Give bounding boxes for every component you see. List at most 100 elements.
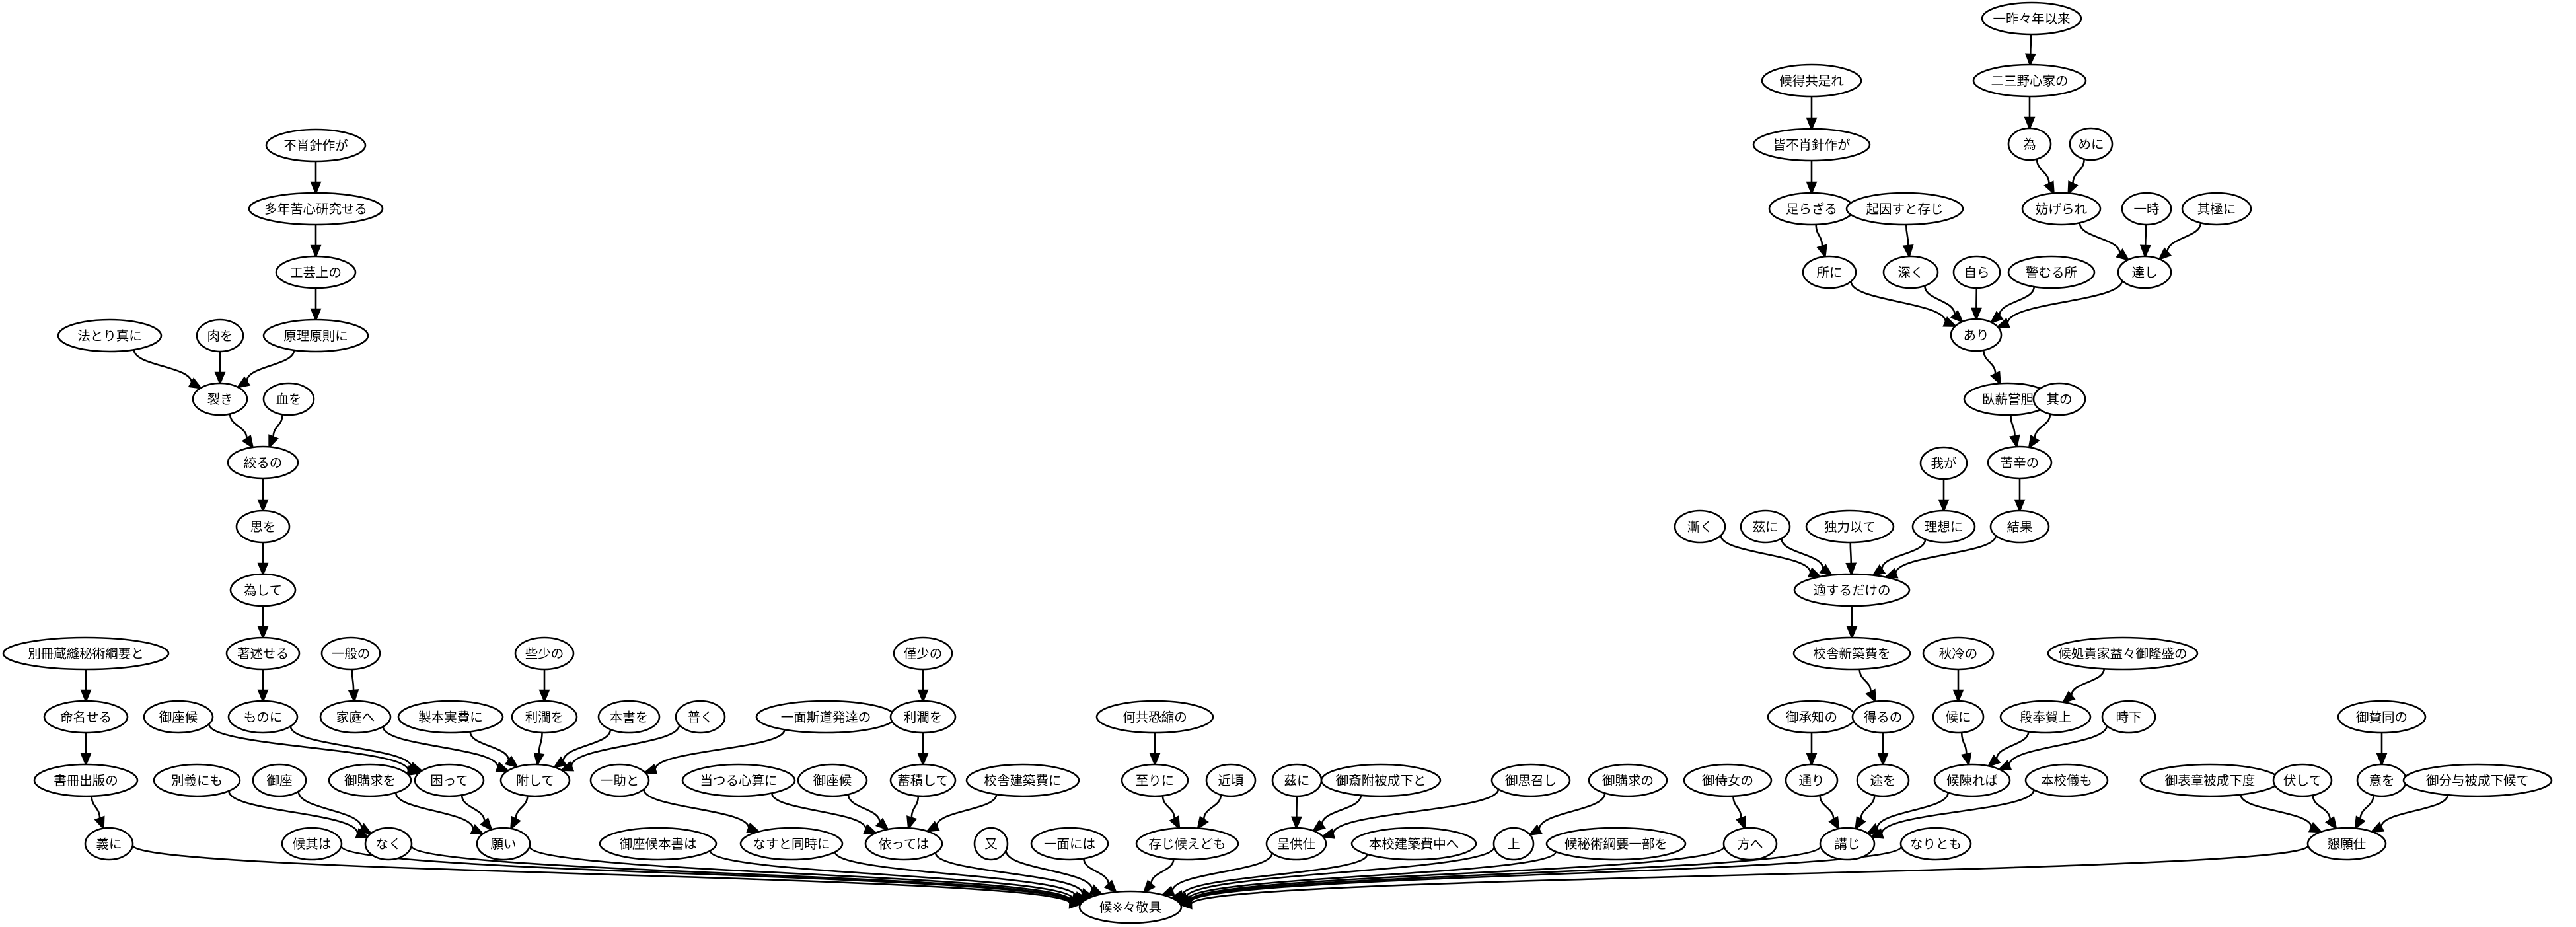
graph-node: 御購求を: [328, 763, 412, 797]
node-label: 法とり真に: [77, 328, 142, 344]
edge-line: [2070, 668, 2105, 696]
arrowhead: [1819, 564, 1834, 577]
graph-node: 近頃: [1205, 763, 1257, 797]
edge-arrow: [2067, 159, 2085, 196]
node-label: なすと同時に: [753, 836, 830, 852]
edge-arrow: [2024, 34, 2036, 67]
edge-line: [2006, 280, 2123, 324]
edge-arrow: [131, 844, 1083, 909]
edge-line: [1960, 732, 1968, 755]
arrowhead: [310, 308, 322, 322]
edge-arrow: [1865, 792, 1949, 834]
edge-line: [643, 789, 750, 829]
edge-arrow: [1005, 850, 1104, 895]
graph-node: 方へ: [1722, 827, 1778, 861]
edge-arrow: [643, 789, 761, 833]
edge-arrow: [1850, 281, 1958, 327]
graph-node: 伏して: [2272, 763, 2333, 797]
edge-line: [1188, 846, 1725, 902]
edge-arrow: [2376, 733, 2388, 767]
arrowhead: [1902, 244, 1914, 259]
edge-arrow: [771, 792, 878, 834]
graph-node: 得るの: [1851, 700, 1915, 734]
node-label: 義に: [96, 836, 122, 852]
graph-node: 一助と: [589, 763, 650, 797]
node-ellipse: [1911, 509, 1976, 544]
edge-line: [469, 731, 510, 761]
edge-line: [2166, 223, 2202, 252]
edge-line: [2008, 725, 2108, 766]
graph-node: 御賛同の: [2337, 700, 2427, 734]
node-label: 候秘術綱要一部を: [1564, 836, 1668, 852]
graph-node: 臥薪嘗胆: [1963, 382, 2053, 416]
arrowhead: [538, 689, 550, 704]
edge-arrow: [257, 669, 269, 704]
edge-line: [1181, 854, 1368, 896]
node-ellipse: [57, 318, 163, 353]
graph-node: 義に: [84, 827, 134, 861]
arrowhead: [80, 753, 92, 767]
node-ellipse: [1722, 827, 1778, 861]
node-ellipse: [681, 763, 796, 797]
graph-node: 書冊出版の: [33, 763, 139, 797]
node-label: 懇願仕: [2328, 836, 2367, 852]
edge-line: [1187, 851, 1557, 901]
arrowhead: [470, 824, 485, 835]
edge-arrow: [289, 725, 424, 773]
graph-node: 蓄積して: [889, 763, 957, 797]
node-ellipse: [797, 763, 868, 797]
graph-node: 御表章被成下度: [2139, 763, 2281, 797]
graph-node: 別冊蔵縫秘術綱要と: [2, 636, 170, 671]
node-ellipse: [1950, 318, 2003, 352]
edge-arrow: [934, 852, 1095, 899]
node-label: 別冊蔵縫秘術綱要と: [28, 646, 144, 661]
graph-node: 御座候: [797, 763, 868, 797]
node-label: 至りに: [1136, 773, 1175, 788]
edge-arrow: [1819, 795, 1840, 831]
edge-line: [246, 350, 295, 382]
edge-arrow: [2139, 224, 2151, 259]
edge-arrow: [1983, 350, 2001, 386]
arrowhead: [2116, 248, 2130, 262]
edge-line: [1720, 535, 1812, 574]
edge-arrow: [1175, 851, 1557, 905]
node-label: 本校建築費中へ: [1369, 836, 1459, 852]
edge-arrow: [1196, 794, 1222, 831]
node-label: 御購求を: [344, 773, 396, 788]
graph-node: 御座候本書は: [599, 827, 718, 861]
node-label: 御承知の: [1786, 710, 1837, 725]
graph-node: 一面には: [1030, 827, 1109, 861]
graph-node: なく: [364, 827, 413, 861]
node-ellipse: [235, 509, 291, 544]
edge-arrow: [1989, 286, 2035, 324]
edge-line: [1850, 281, 1947, 322]
edge-arrow: [925, 794, 998, 833]
edge-arrow: [2014, 478, 2026, 513]
edge-line: [2240, 794, 2312, 828]
edge-line: [1983, 350, 1997, 375]
node-ellipse: [252, 763, 307, 797]
node-ellipse: [43, 700, 129, 734]
graph-node: 御購求の: [1588, 763, 1668, 797]
node-ellipse: [1805, 509, 1895, 544]
edge-arrow: [538, 669, 550, 704]
node-label: 茲に: [1284, 773, 1309, 788]
edge-arrow: [533, 732, 545, 767]
graph-node: 漸く: [1674, 509, 1726, 544]
edge-arrow: [460, 795, 493, 832]
node-ellipse: [1856, 763, 1910, 797]
node-label: 御座候本書は: [619, 836, 696, 852]
node-label: 御表章被成下度: [2165, 773, 2256, 788]
edge-arrow: [257, 606, 269, 640]
node-ellipse: [265, 128, 367, 163]
edge-line: [410, 845, 1072, 903]
node-ellipse: [328, 763, 412, 797]
node-label: 段奉賀上: [2020, 710, 2071, 725]
node-ellipse: [1851, 700, 1915, 734]
arrowhead: [2024, 116, 2036, 131]
edge-arrow: [1149, 733, 1161, 767]
edge-arrow: [133, 349, 203, 389]
node-ellipse: [1030, 827, 1109, 861]
graph-node: 利潤を: [511, 700, 578, 734]
edge-arrow: [214, 351, 226, 386]
